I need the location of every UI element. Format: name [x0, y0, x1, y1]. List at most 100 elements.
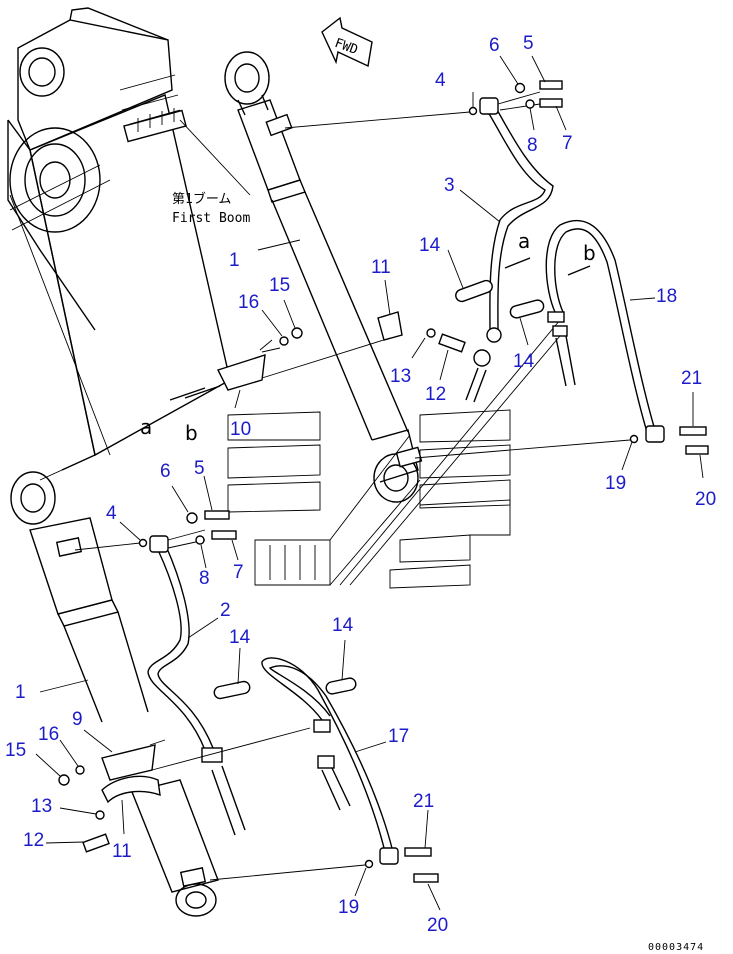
lower-boom-cylinder [10, 471, 219, 917]
callout-11-mid: 11 [371, 257, 391, 278]
callout-21-right: 21 [681, 368, 702, 389]
hatched-shape [227, 319, 566, 589]
callout-8-low: 8 [199, 568, 210, 589]
callout-14-low: 14 [229, 627, 251, 648]
o-ring-19-low [364, 859, 374, 869]
callout-5-top: 5 [523, 33, 534, 54]
callout-17: 17 [388, 726, 409, 747]
callout-6-low: 6 [160, 461, 171, 482]
clamp-10 [217, 339, 281, 391]
bolt-7-low [211, 530, 237, 540]
washer-16-mid [279, 336, 289, 346]
bolt-5-low [204, 510, 230, 520]
bolt-12-mid [438, 333, 466, 353]
o-ring-4-top [468, 106, 478, 116]
callout-7-top: 7 [562, 133, 573, 154]
leader-line-19-right [414, 439, 631, 459]
callout-5-low: 5 [194, 458, 205, 479]
callout-9: 9 [72, 709, 83, 730]
hose-fitting-14-top [455, 279, 493, 303]
callout-2: 2 [220, 600, 231, 621]
flow-arrow-b-top [567, 265, 591, 276]
callout-11-low: 11 [112, 841, 132, 862]
callout-leaders [35, 55, 704, 911]
callout-18: 18 [656, 286, 677, 307]
flow-arrow-a-top [504, 257, 531, 269]
callout-7-low: 7 [233, 562, 244, 583]
callout-6-top: 6 [489, 35, 500, 56]
hose-fitting-14-right [509, 299, 545, 319]
callout-16-mid: 16 [238, 292, 259, 313]
callout-20-low: 20 [427, 915, 448, 936]
fwd-label: FWD [333, 36, 360, 58]
washer-6-low [186, 512, 198, 524]
clamp-11-low [101, 775, 161, 804]
flow-arrow-a-mid [169, 387, 206, 401]
flow-label-a-mid: a [140, 415, 152, 439]
callout-1-top: 1 [229, 250, 240, 271]
leader-line-4-top [284, 111, 471, 129]
callout-8-top: 8 [527, 135, 538, 156]
callout-14-top: 14 [419, 235, 441, 256]
hose-fitting-14-low-right [325, 677, 357, 695]
flow-label-b-mid: b [185, 421, 198, 445]
leader-line-clamp-low [151, 727, 311, 771]
pipe-18 [545, 219, 665, 443]
callout-19-low: 19 [338, 897, 359, 918]
boom-label-jp: 第1ブーム [172, 191, 231, 207]
leader-line-4-low [74, 542, 141, 551]
nut-15-low [58, 774, 70, 786]
fwd-arrow-icon: FWD [321, 16, 373, 68]
washer-8-top [525, 99, 535, 109]
clamp-11-mid [377, 311, 403, 341]
callout-14-right: 14 [513, 351, 535, 372]
first-boom-drawing [7, 7, 251, 481]
callout-16-low: 16 [38, 724, 59, 745]
flow-label-a-top: a [518, 229, 530, 253]
pipe-17 [261, 657, 399, 865]
flow-label-b-top: b [583, 241, 596, 265]
callout-15-low: 15 [5, 740, 26, 761]
washer-6-top [514, 82, 526, 94]
leader-line-clamp-mid [261, 337, 391, 379]
o-ring-19-right [629, 434, 639, 444]
bolt-5-top [539, 80, 563, 90]
boom-label-en: First Boom [172, 211, 250, 226]
callout-19-right: 19 [605, 473, 626, 494]
washer-8-low [195, 535, 205, 545]
callout-21-low: 21 [413, 791, 434, 812]
clamp-9 [101, 739, 166, 781]
bolt-20-low [413, 873, 439, 883]
pipe-3 [465, 97, 554, 403]
upper-boom-cylinder [224, 51, 423, 503]
washer-16-low [75, 765, 85, 775]
callout-3: 3 [444, 175, 455, 196]
bolt-12-low [82, 833, 110, 853]
nut-15-mid [291, 327, 303, 339]
callout-13-low: 13 [31, 796, 52, 817]
pipe-2 [147, 535, 246, 836]
washer-13-mid [426, 328, 436, 338]
bolt-7-top [539, 98, 563, 108]
callout-4-low: 4 [106, 503, 117, 524]
leader-line-19-low [209, 864, 366, 881]
callout-1-low: 1 [15, 682, 26, 703]
document-number: 00003474 [648, 942, 704, 953]
callout-numbers: 5 6 4 8 7 3 14 11 1 16 15 18 13 12 14 21… [5, 33, 716, 936]
callout-12-low: 12 [23, 830, 44, 851]
o-ring-4-low [138, 538, 148, 548]
callout-14-low2: 14 [332, 615, 354, 636]
flow-arrow-b-mid [184, 385, 221, 399]
bolt-21-low [404, 847, 432, 857]
callout-4-top: 4 [435, 70, 446, 91]
bolt-21-right [679, 426, 707, 436]
bolt-20-right [685, 445, 709, 455]
callout-20-right: 20 [695, 489, 716, 510]
callout-13-mid: 13 [390, 366, 411, 387]
washer-13-low [95, 810, 105, 820]
callout-15-mid: 15 [269, 275, 290, 296]
callout-10: 10 [230, 419, 251, 440]
hose-fitting-14-low-left [213, 680, 251, 700]
callout-12-mid: 12 [425, 384, 446, 405]
